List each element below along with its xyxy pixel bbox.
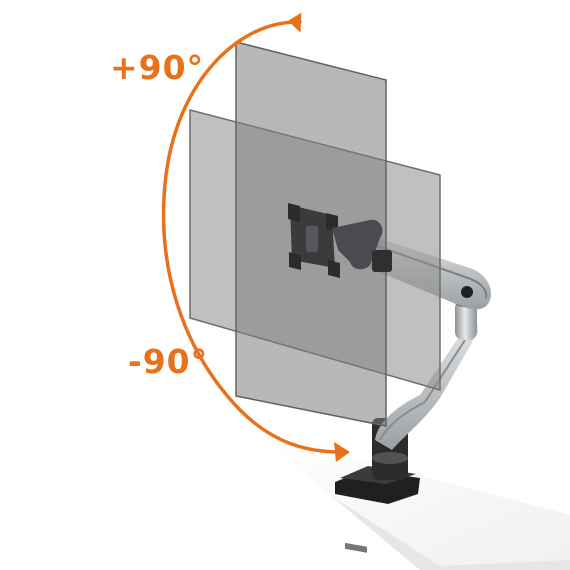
rotation-positive-label: +90°	[110, 48, 205, 87]
desk-surface	[250, 430, 570, 570]
elbow-joint	[455, 300, 477, 340]
rotation-negative-label: -90°	[128, 342, 209, 381]
rotation-arrow-icon	[161, 12, 350, 462]
tension-knob	[461, 286, 473, 298]
arrow-head-bottom	[334, 442, 350, 462]
vesa-mount-plate	[288, 203, 392, 278]
pole-cap	[372, 452, 408, 464]
arrow-head-top	[288, 12, 302, 33]
clamp-logo-plate	[345, 542, 367, 553]
desk-shadow	[330, 495, 570, 570]
